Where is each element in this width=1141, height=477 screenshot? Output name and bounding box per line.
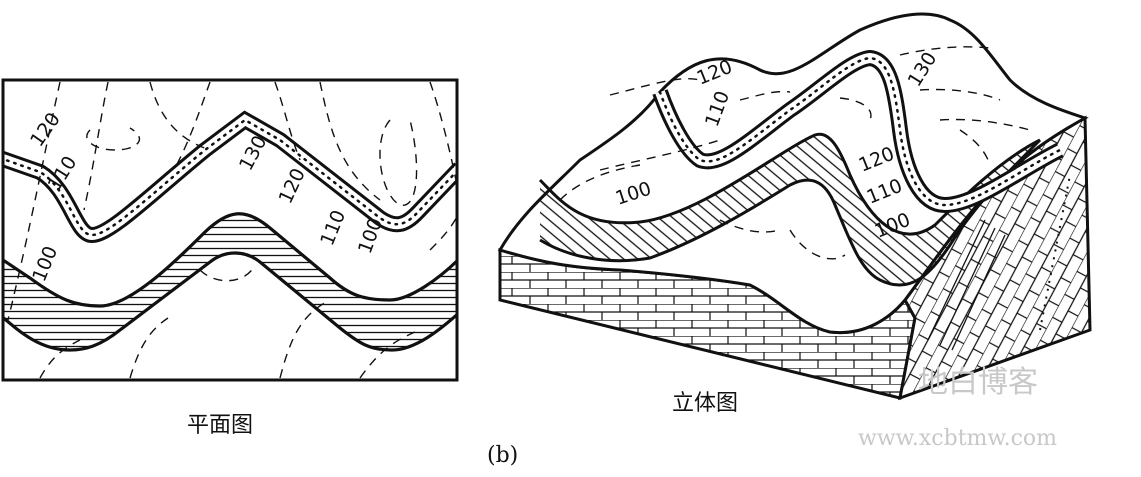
plan-hatched-band	[3, 213, 457, 350]
plan-view: 120 110 100 130 120 110 100 平面图	[1, 78, 459, 438]
watermark-name: 地白博客	[918, 365, 1038, 400]
block-contours	[559, 46, 1031, 260]
plan-view-caption: 平面图	[187, 413, 253, 438]
watermark: 地白博客 www.xcbtmw.com	[858, 365, 1057, 451]
block-view-caption: 立体图	[672, 391, 738, 416]
block-view: 120 110 100 130 120 110 100 立体图	[497, 12, 1092, 416]
plan-frame	[1, 78, 459, 382]
figure-label: (b)	[487, 443, 518, 468]
plan-contours	[7, 81, 457, 379]
watermark-url: www.xcbtmw.com	[858, 426, 1057, 451]
block-hatched-band	[540, 134, 1040, 286]
